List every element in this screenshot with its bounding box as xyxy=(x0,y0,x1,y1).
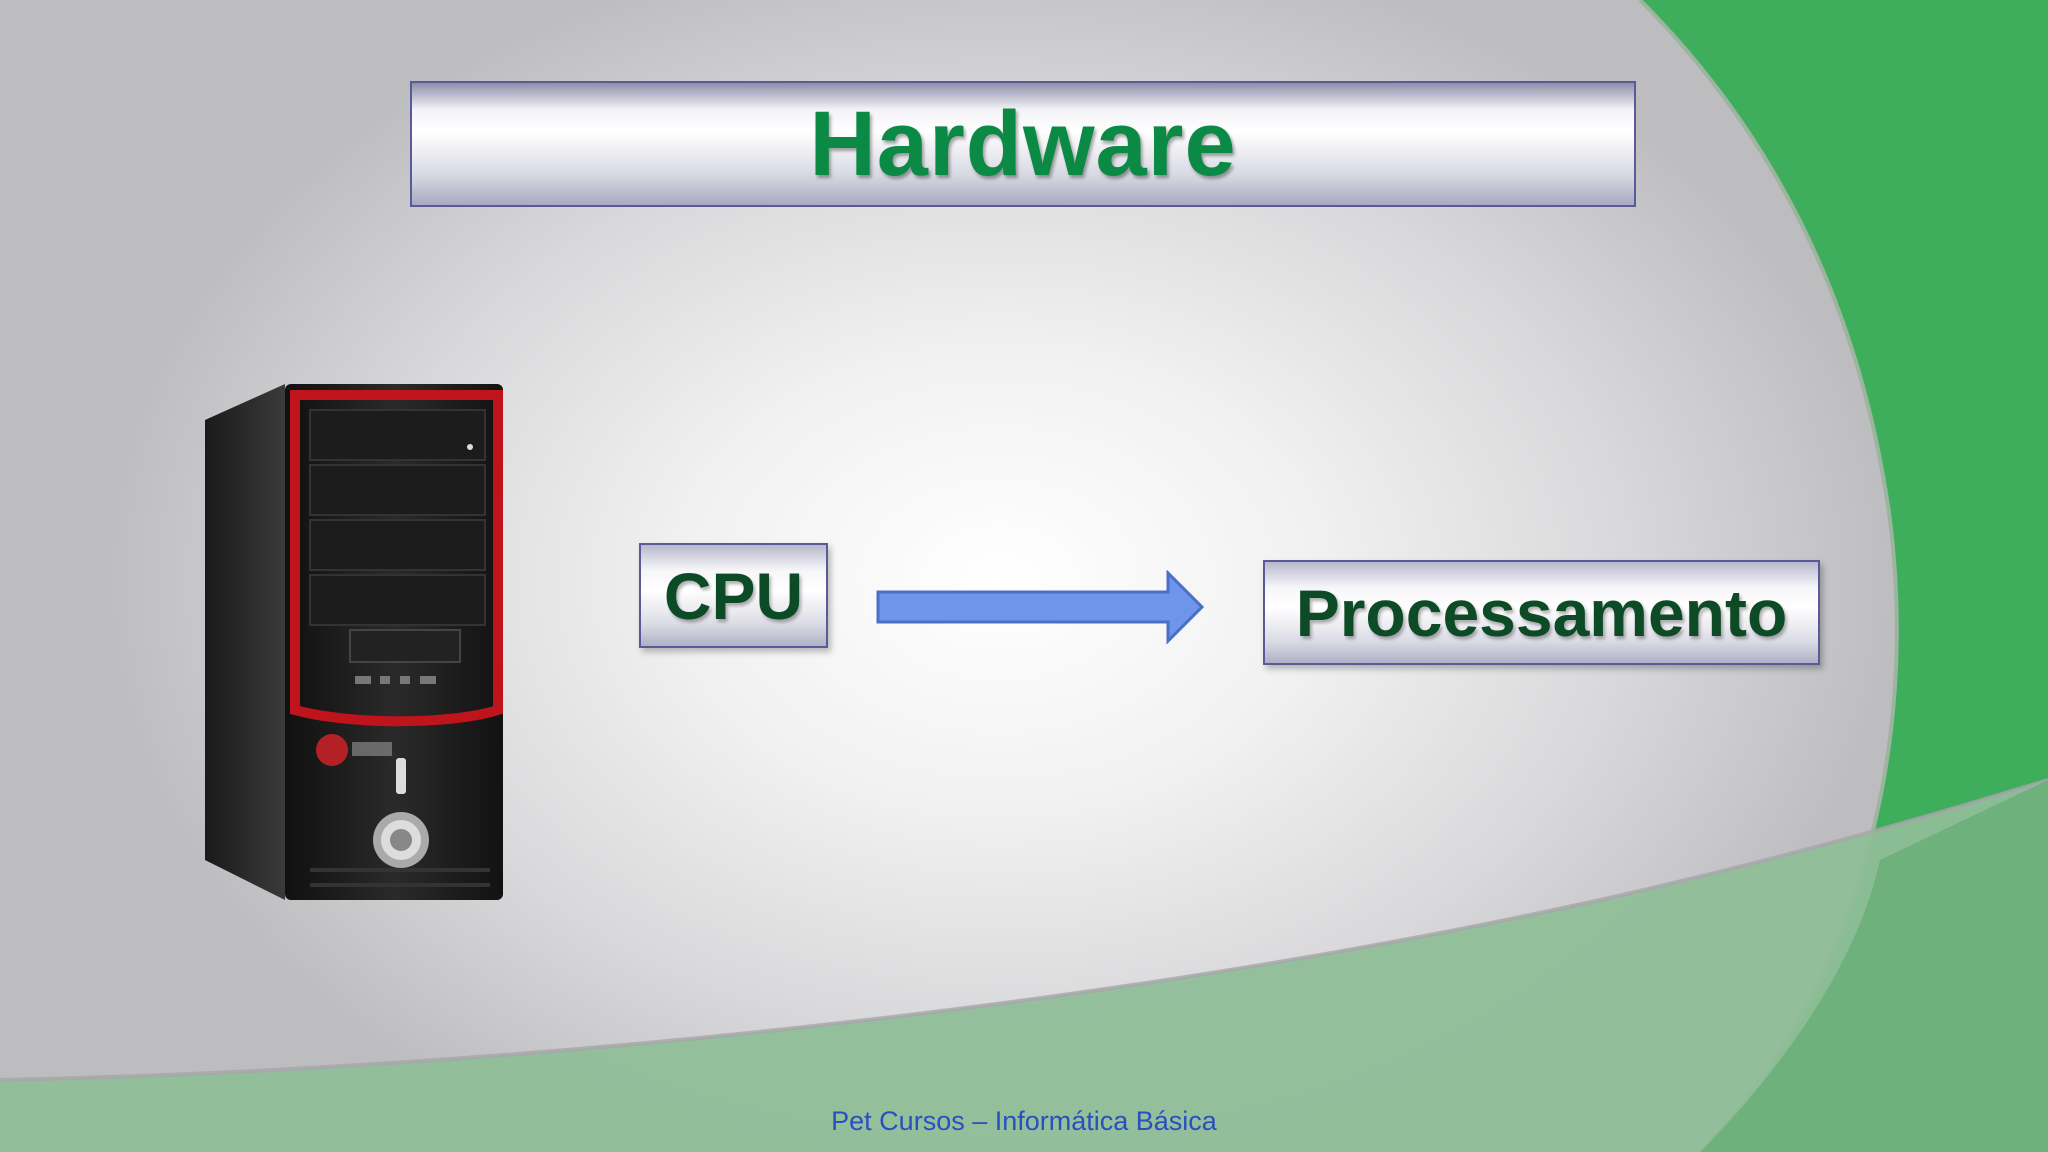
processamento-label: Processamento xyxy=(1295,575,1788,650)
cpu-label-box: CPU xyxy=(639,543,828,648)
desktop-tower-icon xyxy=(205,384,503,900)
cpu-label: CPU xyxy=(663,558,804,633)
arrow-right-icon xyxy=(876,570,1205,645)
slide-title: Hardware xyxy=(809,92,1237,195)
processamento-label-box: Processamento xyxy=(1263,560,1820,665)
footer-text: Pet Cursos – Informática Básica xyxy=(831,1106,1217,1136)
title-banner: Hardware xyxy=(410,81,1636,207)
